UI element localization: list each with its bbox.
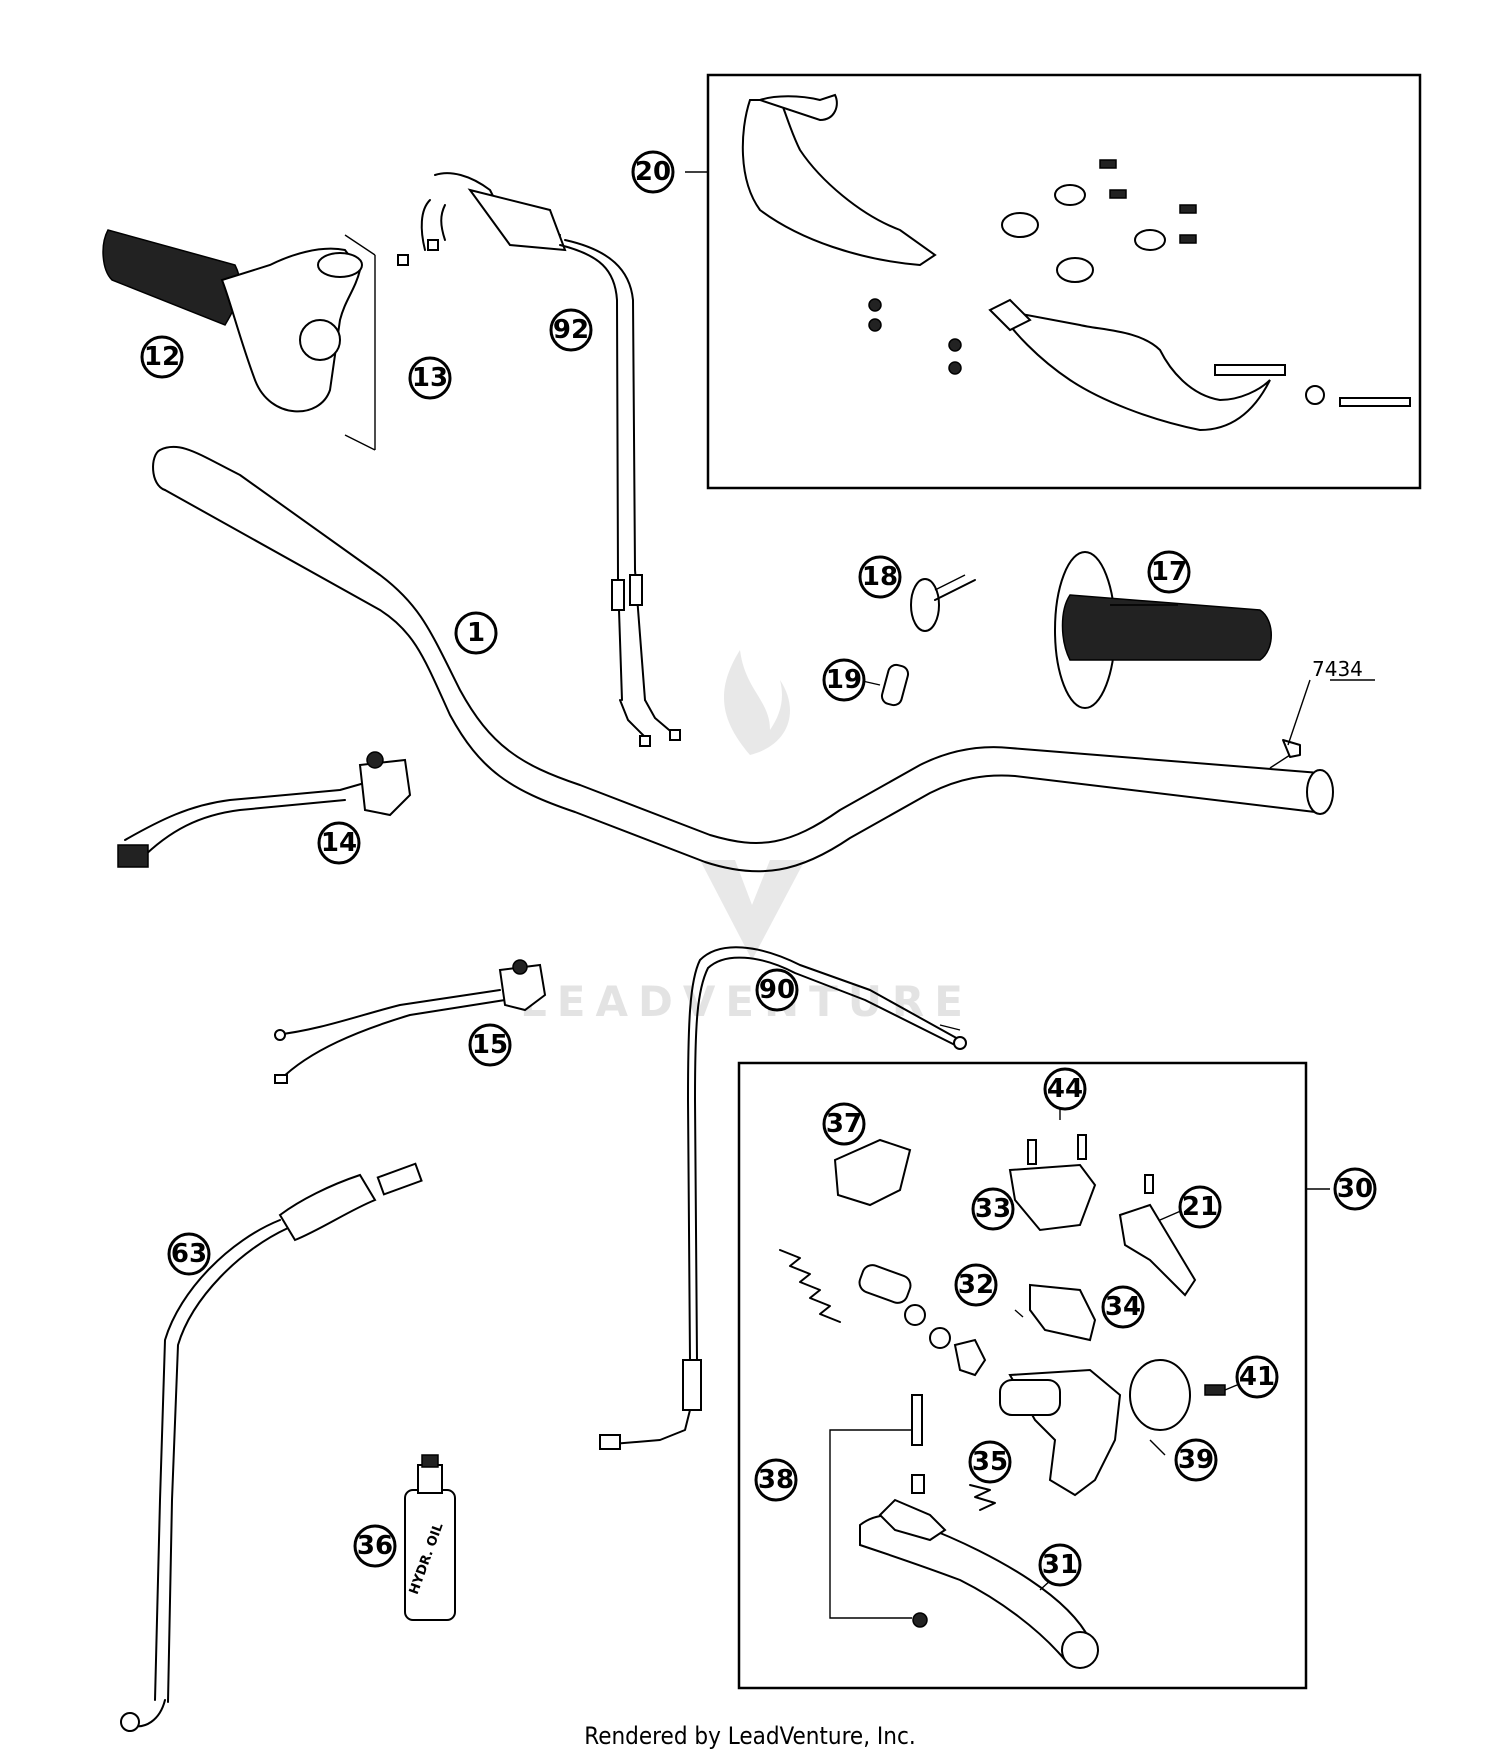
hydraulic-line (120, 1162, 423, 1732)
callout-20: 20 (631, 150, 675, 194)
callout-92: 92 (549, 308, 593, 352)
svg-text:41: 41 (1239, 1362, 1275, 1392)
kill-switch (117, 751, 412, 868)
svg-text:36: 36 (357, 1531, 393, 1561)
svg-text:1: 1 (467, 618, 485, 648)
callout-90: 90 (755, 968, 799, 1012)
svg-text:31: 31 (1042, 1550, 1078, 1580)
cable-sleeve (880, 663, 910, 707)
leader-lines (857, 574, 1375, 1591)
callout-37: 37 (822, 1102, 866, 1146)
svg-text:90: 90 (759, 975, 795, 1005)
svg-text:39: 39 (1178, 1445, 1214, 1475)
throttle-cables (397, 172, 681, 747)
footer-credit: Rendered by LeadVenture, Inc. (584, 1722, 916, 1750)
svg-text:38: 38 (758, 1465, 794, 1495)
svg-text:13: 13 (412, 363, 448, 393)
callout-13: 13 (408, 356, 452, 400)
callout-34: 34 (1101, 1285, 1145, 1329)
svg-text:32: 32 (958, 1270, 994, 1300)
svg-text:37: 37 (826, 1109, 862, 1139)
hydraulic-oil-bottle: HYDR. OIL (404, 1454, 456, 1621)
cable-tie (910, 578, 976, 632)
cable-90 (599, 946, 967, 1450)
callout-38: 38 (754, 1458, 798, 1502)
svg-text:19: 19 (826, 665, 862, 695)
svg-text:20: 20 (635, 157, 671, 187)
callout-21: 21 (1178, 1185, 1222, 1229)
svg-text:63: 63 (171, 1239, 207, 1269)
callout-63: 63 (167, 1232, 211, 1276)
svg-text:33: 33 (975, 1194, 1011, 1224)
watermark-text: LEADVENTURE (520, 977, 973, 1026)
callout-35: 35 (968, 1440, 1012, 1484)
callout-41: 41 (1235, 1355, 1279, 1399)
svg-text:14: 14 (321, 828, 357, 858)
callout-12: 12 (140, 335, 184, 379)
handguard-clamps (868, 159, 1411, 407)
callout-36: 36 (353, 1524, 397, 1568)
callout-31: 31 (1038, 1543, 1082, 1587)
callout-32: 32 (954, 1263, 998, 1307)
svg-text:30: 30 (1337, 1174, 1373, 1204)
svg-text:21: 21 (1182, 1192, 1218, 1222)
svg-text:15: 15 (472, 1030, 508, 1060)
svg-text:92: 92 (553, 315, 589, 345)
callout-14: 14 (317, 821, 361, 865)
callout-1: 1 (454, 611, 498, 655)
callout-39: 39 (1174, 1438, 1218, 1482)
handlebar (152, 445, 1334, 873)
callout-17: 17 (1147, 550, 1191, 594)
throttle-grip (102, 229, 376, 451)
handguard-kit-box (685, 73, 1422, 490)
left-grip (1054, 551, 1272, 709)
callout-44: 44 (1043, 1067, 1087, 1111)
callout-15: 15 (468, 1023, 512, 1067)
callout-19: 19 (822, 658, 866, 702)
svg-text:12: 12 (144, 342, 180, 372)
svg-text:34: 34 (1105, 1292, 1141, 1322)
callout-33: 33 (971, 1187, 1015, 1231)
callout-18: 18 (858, 555, 902, 599)
leadventure-watermark: LEADVENTURE (520, 650, 973, 1026)
light-switch (274, 959, 547, 1084)
callout-30: 30 (1333, 1167, 1377, 1211)
svg-text:18: 18 (862, 562, 898, 592)
brake-master-cylinder-box (737, 1061, 1330, 1690)
svg-text:35: 35 (972, 1447, 1008, 1477)
reference-number: 7434 (1312, 657, 1363, 681)
svg-text:17: 17 (1151, 557, 1187, 587)
svg-text:44: 44 (1047, 1074, 1083, 1104)
